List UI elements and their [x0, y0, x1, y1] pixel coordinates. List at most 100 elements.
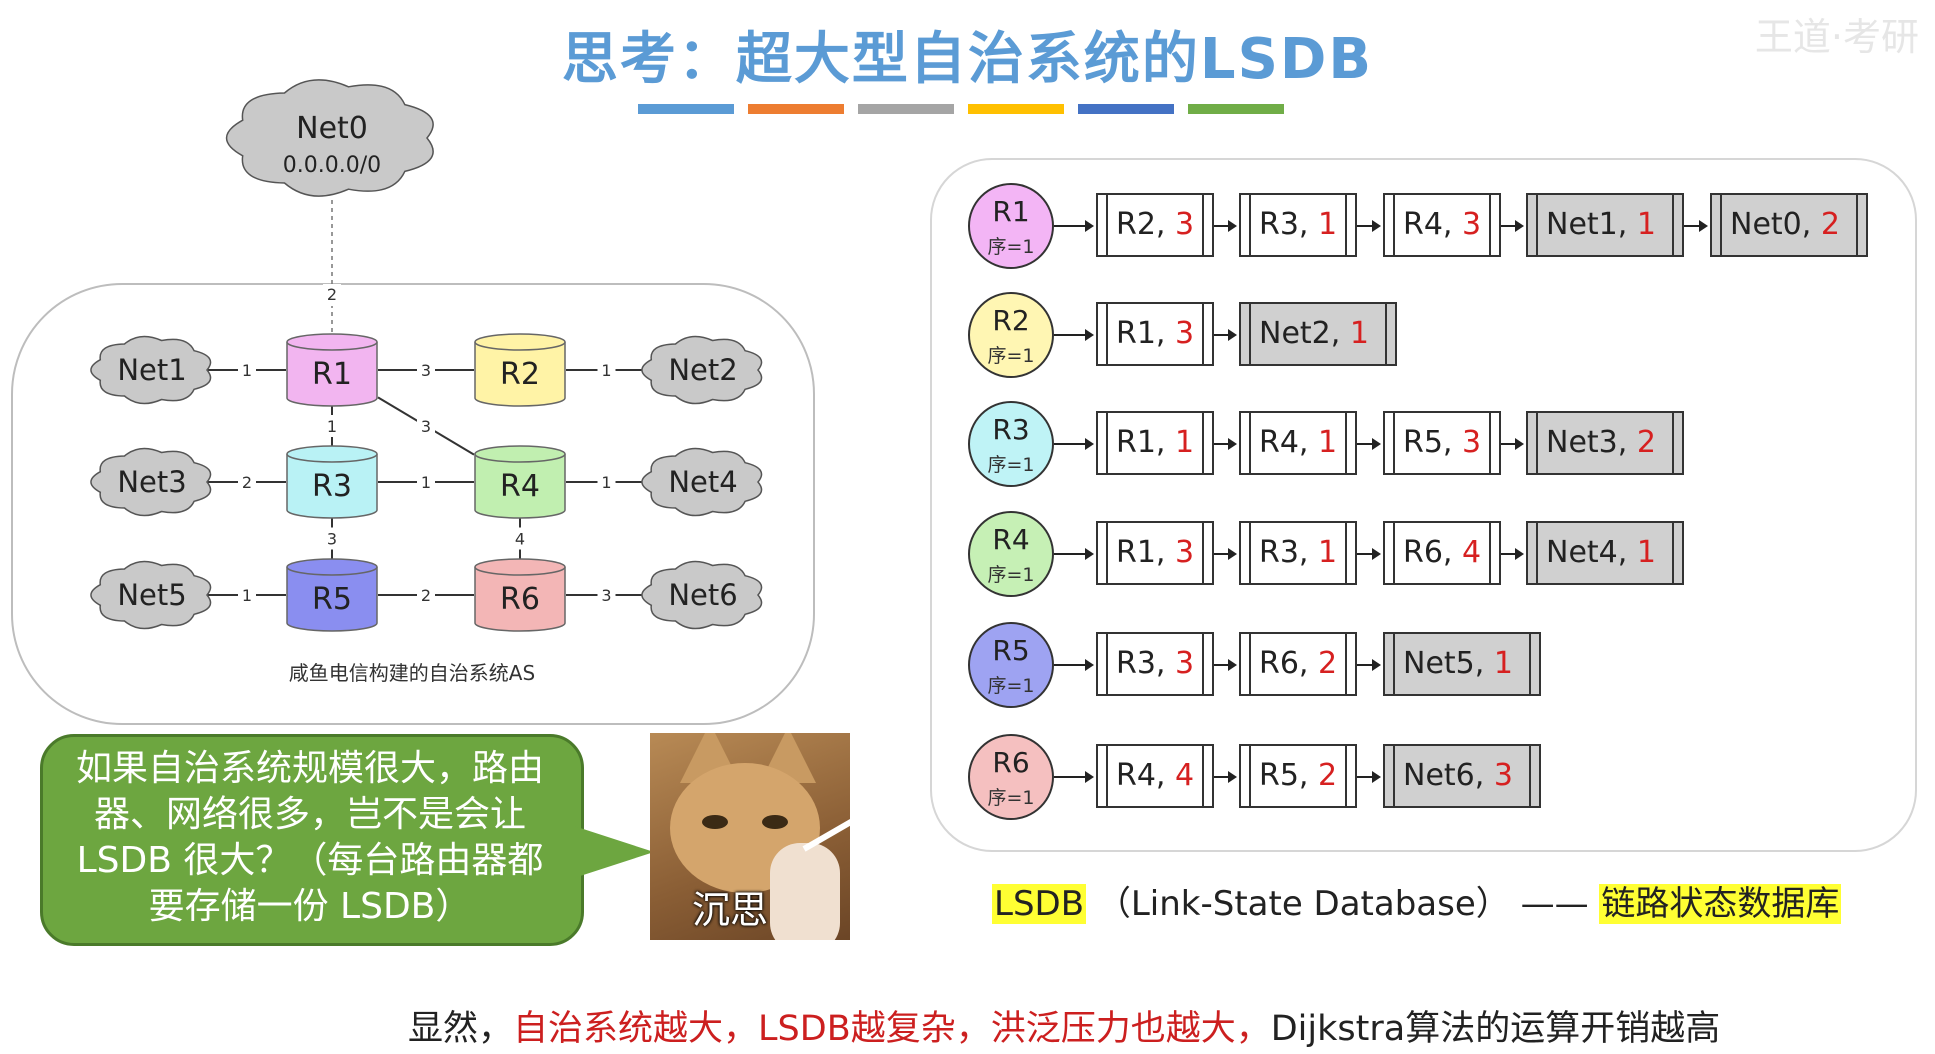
entry-neighbor: R3, [1259, 207, 1319, 242]
router-node-label: R4 [992, 523, 1030, 556]
link-cost-r5-r6: 2 [421, 586, 431, 605]
network-label-net2: Net2 [668, 353, 737, 387]
router-label-r2: R2 [500, 357, 540, 392]
link-cost-r4-net4: 1 [601, 473, 611, 492]
router-cylinder-top [474, 558, 566, 576]
lsdb-network-entry: Net4, 1 [1526, 521, 1684, 585]
link-cost-r1-r2: 3 [421, 361, 431, 380]
network-cloud-icon [641, 447, 763, 517]
arrow-icon [1501, 220, 1524, 232]
entry-cost: 1 [1636, 207, 1656, 242]
lsdb-router-entry: R4, 1 [1239, 411, 1357, 475]
link-cost-net1-r1: 1 [242, 361, 252, 380]
lsdb-network-entry: Net5, 1 [1383, 632, 1541, 696]
entry-neighbor: R5, [1259, 758, 1319, 793]
legend-term: LSDB [992, 884, 1087, 924]
entry-text: R2, 3 [1116, 195, 1194, 255]
entry-cost: 1 [1636, 535, 1656, 570]
entry-text: R3, 3 [1116, 634, 1194, 694]
arrow-icon [1357, 220, 1381, 232]
entry-cost: 4 [1462, 535, 1482, 570]
network-cloud-icon [641, 560, 763, 630]
entry-text: R4, 3 [1403, 195, 1481, 255]
entry-cost: 2 [1318, 758, 1338, 793]
entry-neighbor: R4, [1116, 758, 1176, 793]
network-cloud-icon [90, 335, 212, 405]
router-node-label: R5 [992, 634, 1030, 667]
entry-text: Net1, 1 [1546, 195, 1656, 255]
link-cost-r1-r3: 1 [327, 417, 337, 436]
entry-text: R1, 1 [1116, 413, 1194, 473]
network-label-net6: Net6 [668, 578, 737, 612]
entry-neighbor: Net2, [1259, 316, 1350, 351]
router-cylinder-top [286, 558, 378, 576]
arrow-icon [1357, 771, 1381, 783]
link-cost-bg [323, 284, 341, 306]
router-cylinder-body [286, 454, 378, 519]
lsdb-network-entry: Net0, 2 [1710, 193, 1868, 257]
arrow-icon [1054, 438, 1094, 450]
arrow-icon [1054, 329, 1094, 341]
entry-text: Net0, 2 [1730, 195, 1840, 255]
link-cost-r3-r5: 3 [327, 530, 337, 549]
entry-text: Net6, 3 [1403, 746, 1513, 806]
arrow-icon [1054, 548, 1094, 560]
arrow-icon [1214, 771, 1237, 783]
entry-text: Net3, 2 [1546, 413, 1656, 473]
lsdb-panel [930, 158, 1917, 852]
entry-cost: 3 [1462, 425, 1482, 460]
watermark: 王道·考研 [1754, 15, 1919, 59]
entry-cost: 1 [1318, 425, 1338, 460]
router-label-r3: R3 [312, 469, 352, 504]
link-cost-bg [597, 359, 616, 381]
arrow-icon [1054, 771, 1094, 783]
entry-text: R3, 1 [1259, 195, 1337, 255]
accent-bar [968, 104, 1064, 114]
router-cylinder-top [474, 333, 566, 351]
arrow-icon [1214, 220, 1237, 232]
entry-neighbor: Net1, [1546, 207, 1637, 242]
lsdb-router-entry: R3, 3 [1096, 632, 1214, 696]
accent-bar [1188, 104, 1284, 114]
accent-bar [748, 104, 844, 114]
as-caption: 咸鱼电信构建的自治系统AS [289, 661, 535, 685]
router-node-label: R2 [992, 304, 1030, 337]
arrow-icon [1214, 659, 1237, 671]
lsdb-router-entry: R1, 1 [1096, 411, 1214, 475]
link-cost-bg [597, 584, 616, 606]
entry-cost: 2 [1820, 207, 1840, 242]
entry-neighbor: Net3, [1546, 425, 1637, 460]
entry-text: R5, 2 [1259, 746, 1337, 806]
conclusion-text: 显然，自治系统越大，LSDB越复杂，洪泛压力也越大，Dijkstra算法的运算开… [408, 1000, 1720, 1051]
entry-text: R6, 4 [1403, 523, 1481, 583]
entry-text: R1, 3 [1116, 304, 1194, 364]
link-cost-r6-net6: 3 [601, 586, 611, 605]
entry-neighbor: R5, [1403, 425, 1463, 460]
lsdb-network-entry: Net1, 1 [1526, 193, 1684, 257]
entry-text: R4, 4 [1116, 746, 1194, 806]
network-label-net5: Net5 [117, 578, 186, 612]
as-boundary [11, 283, 815, 725]
router-seq: 序=1 [987, 787, 1035, 809]
accent-bar [638, 104, 734, 114]
entry-neighbor: R1, [1116, 425, 1176, 460]
conclusion-red-2: LSDB越复杂， [758, 1009, 991, 1049]
speech-bubble-tail [574, 826, 654, 878]
speech-bubble [40, 734, 584, 946]
lsdb-router-entry: R1, 3 [1096, 302, 1214, 366]
link-cost-bg [417, 471, 435, 493]
entry-cost: 1 [1175, 425, 1195, 460]
entry-text: R5, 3 [1403, 413, 1481, 473]
link-cost-r1-r4: 3 [421, 417, 431, 436]
entry-neighbor: Net4, [1546, 535, 1637, 570]
link-cost-net0-r1: 2 [327, 285, 337, 304]
conclusion-tail: Dijkstra算法的运算开销越高 [1270, 1009, 1721, 1049]
accent-bars [638, 104, 1284, 114]
entry-neighbor: R3, [1116, 646, 1176, 681]
link-cost-bg [323, 527, 341, 550]
